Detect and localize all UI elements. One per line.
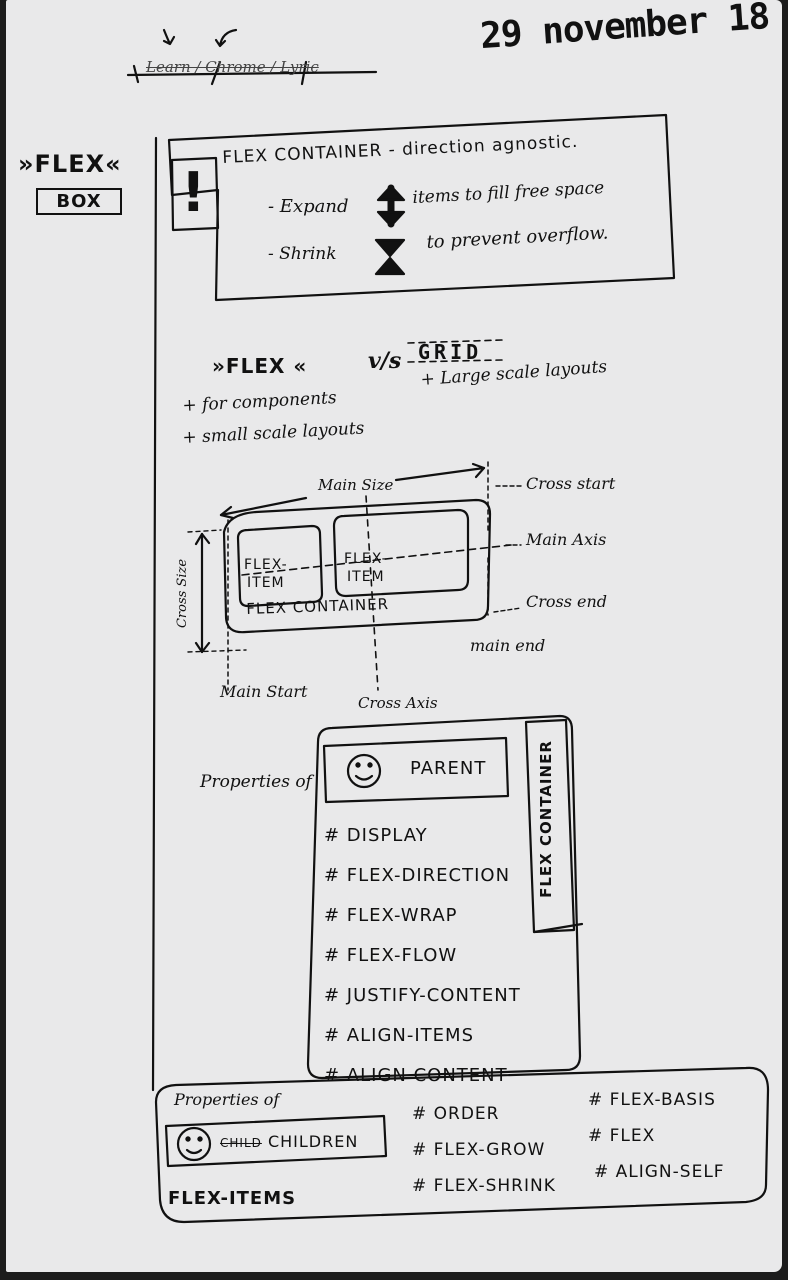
sketch-strokes — [126, 28, 770, 1224]
vs-label: v/s — [368, 348, 402, 374]
child-prop-item: # FLEX — [588, 1126, 656, 1146]
flex-item-1-line-1: FLEX- — [244, 557, 288, 573]
child-prop-item: # ORDER — [412, 1104, 500, 1124]
child-props-intro: Properties of — [174, 1090, 280, 1109]
parent-prop-item: # FLEX-FLOW — [324, 945, 458, 966]
cross-start-label: Cross start — [526, 474, 616, 493]
expand-label: - Expand — [268, 196, 349, 217]
parent-prop-item: # ALIGN-ITEMS — [324, 1025, 474, 1046]
parent-prop-item: # ALIGN CONTENT — [324, 1065, 508, 1086]
parent-prop-item: # FLEX-WRAP — [324, 905, 458, 926]
parent-label: PARENT — [410, 758, 487, 779]
main-size-label: Main Size — [318, 476, 394, 494]
sidebar-flex-heading: »FLEX« — [18, 150, 122, 178]
children-label: CHILDREN — [267, 1132, 359, 1151]
cross-axis-label: Cross Axis — [358, 694, 438, 712]
flex-item-1-line-2: ITEM — [247, 575, 285, 591]
parent-prop-item: # DISPLAY — [324, 825, 428, 846]
flex-heading: »FLEX « — [212, 354, 307, 378]
parent-prop-item: # JUSTIFY-CONTENT — [324, 985, 521, 1006]
child-prop-item: # FLEX-BASIS — [588, 1090, 716, 1110]
parent-prop-item: # FLEX-DIRECTION — [324, 865, 511, 886]
parent-prop-list: # DISPLAY # FLEX-DIRECTION # FLEX-WRAP #… — [324, 816, 521, 1096]
main-axis-label: Main Axis — [526, 530, 607, 549]
flex-item-1: FLEX- ITEM — [244, 556, 288, 592]
left-chevrons-icon: » — [212, 354, 226, 378]
alert-icon: ! — [181, 161, 207, 224]
right-chevrons-icon: « — [105, 150, 122, 178]
right-chevrons-icon: « — [293, 354, 308, 378]
flex-label: FLEX — [225, 354, 286, 378]
flex-item-2: FLEX- ITEM — [344, 550, 388, 586]
child-label-row: CHILD CHILDREN — [220, 1132, 358, 1151]
flex-container-side-label: FLEX CONTAINER — [537, 740, 555, 898]
child-prop-col-1: # ORDER # FLEX-GROW # FLEX-SHRINK — [412, 1096, 556, 1204]
child-prop-col-2: # FLEX-BASIS # FLEX # ALIGN-SELF — [588, 1082, 725, 1190]
child-prop-item: # FLEX-GROW — [412, 1140, 546, 1160]
grid-label: GRID — [418, 340, 483, 364]
cross-size-label: Cross Size — [175, 558, 191, 629]
notebook-page: 29 november 18 Learn / Chrome / Lyric »F… — [6, 0, 782, 1272]
flex-item-2-line-1: FLEX- — [344, 551, 388, 567]
main-start-label: Main Start — [220, 682, 308, 701]
box-badge: BOX — [36, 188, 122, 215]
struck-child-label: CHILD — [220, 1136, 262, 1150]
child-prop-item: # ALIGN-SELF — [594, 1162, 725, 1182]
child-prop-item: # FLEX-SHRINK — [412, 1176, 556, 1196]
crossed-out-header: Learn / Chrome / Lyric — [146, 58, 319, 76]
cross-end-label: Cross end — [526, 592, 608, 611]
sidebar-title: FLEX — [34, 150, 106, 178]
shrink-label: - Shrink — [268, 244, 337, 264]
flex-item-2-line-2: ITEM — [347, 569, 385, 585]
left-chevrons-icon: » — [18, 150, 35, 178]
flex-items-footer: FLEX-ITEMS — [168, 1188, 297, 1209]
parent-props-intro: Properties of — [200, 772, 312, 792]
main-end-label: main end — [470, 636, 546, 655]
